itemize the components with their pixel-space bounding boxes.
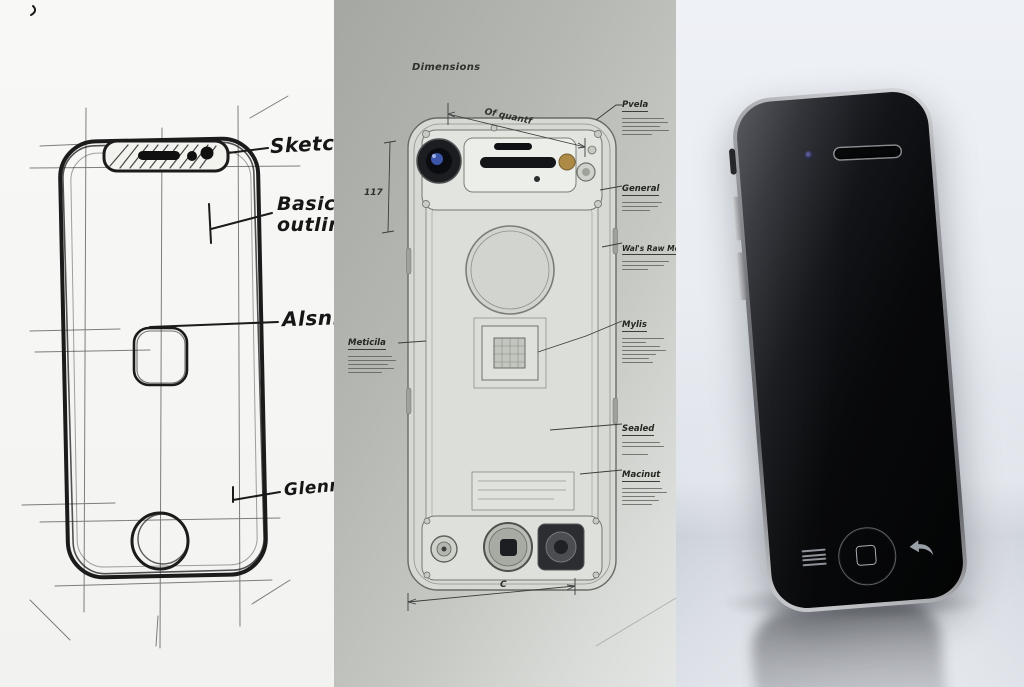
annotation-block-left: Meticila xyxy=(348,330,404,376)
speaker-slot xyxy=(480,157,556,168)
volume-button-2 xyxy=(736,252,747,301)
camera-dot-sketch xyxy=(187,151,197,161)
camera-dot-sketch-2 xyxy=(200,146,214,160)
sketch-panel: Sketch Basic outline Alsnm Glenn xyxy=(0,0,334,687)
annotation-header: Wal's Raw Mo xyxy=(622,244,676,255)
annotation-sketch: Sketch xyxy=(269,129,334,159)
annotation-alsnm: Alsnm xyxy=(281,304,334,332)
annotation-block-6: Macinut xyxy=(622,462,676,508)
annotation-block-5: Sealed xyxy=(622,416,676,458)
blueprint-panel: Dimensions Of quantf 117 C Meticila Pvel… xyxy=(334,0,676,687)
phone-sketch-drawing xyxy=(21,5,301,649)
center-square-sketch xyxy=(132,326,189,387)
bottom-dimension-label: C xyxy=(500,580,507,590)
top-module xyxy=(416,124,603,211)
annotation-header: Mylis xyxy=(622,320,647,332)
volume-button xyxy=(731,196,743,241)
dimensions-title: Dimensions xyxy=(412,62,481,73)
annotation-header: Sealed xyxy=(622,424,655,436)
earpiece-sketch xyxy=(138,151,180,160)
construction-lines xyxy=(21,95,301,649)
leader-lines xyxy=(149,147,281,503)
bottom-module xyxy=(421,515,603,581)
back-icon xyxy=(905,536,937,562)
phone-render xyxy=(728,84,970,616)
home-button-sketch xyxy=(130,511,190,571)
annotation-header: General xyxy=(622,184,660,196)
annotation-basic-outline: Basic outline xyxy=(277,193,334,236)
annotation-glenn: Glenn xyxy=(283,475,334,501)
phone-blueprint-drawing xyxy=(381,103,676,647)
mute-switch xyxy=(728,148,737,175)
annotation-block-4: Mylis xyxy=(622,312,676,365)
wireless-coil xyxy=(465,225,555,315)
annotation-header: Meticila xyxy=(348,338,386,350)
home-button xyxy=(836,525,899,588)
dimension-lines xyxy=(381,103,676,647)
annotation-block-3: Wal's Raw Mo xyxy=(622,236,676,273)
screws xyxy=(422,124,602,208)
pen-mark xyxy=(30,5,37,16)
gold-component xyxy=(558,153,576,171)
label-area xyxy=(471,471,575,511)
annotation-header: Macinut xyxy=(622,470,661,482)
phone-screen xyxy=(734,89,966,611)
home-square-icon xyxy=(855,544,877,567)
front-camera-icon xyxy=(804,150,814,160)
notch-sketch xyxy=(102,139,230,173)
menu-icon xyxy=(801,547,827,569)
annotation-block-1: Pvela xyxy=(622,92,676,138)
annotation-block-2: General xyxy=(622,176,676,214)
left-dimension-label: 117 xyxy=(364,188,383,198)
chip-module xyxy=(473,317,547,389)
earpiece-speaker-icon xyxy=(834,145,901,160)
annotation-header: Pvela xyxy=(622,100,649,112)
render-panel xyxy=(676,0,1024,687)
